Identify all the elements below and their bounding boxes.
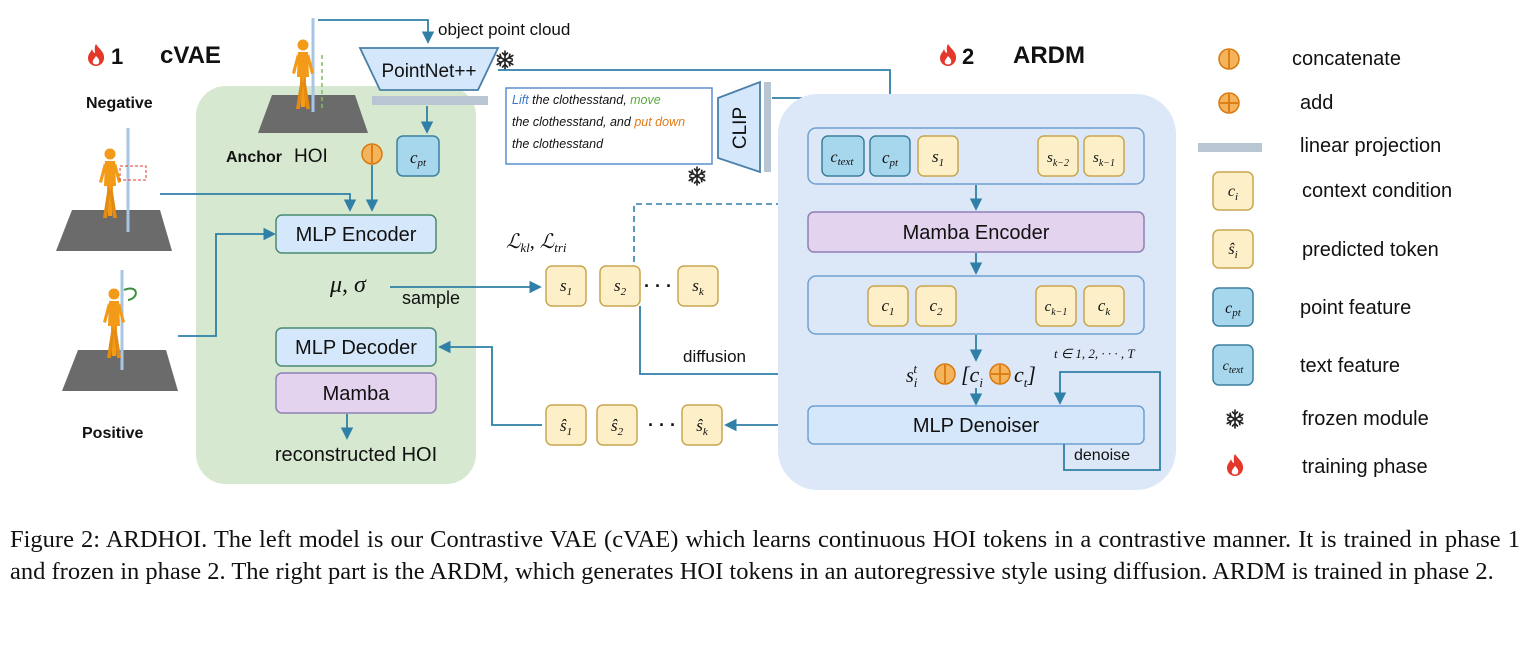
mlp-denoiser-box [807,405,1145,445]
context-token-sk-minus-1: sk−1 [1083,135,1125,177]
diffusion-label: diffusion [683,347,746,366]
clip-label: CLIP [730,107,751,149]
pointnet-frozen-icon [496,50,514,70]
mamba-box [275,372,437,414]
condition-token-c2: c2 [915,285,957,327]
point-feature-token-left: cpt [396,135,440,177]
legend-label-training: training phase [1302,456,1428,478]
prompt-line: the clothesstand [512,137,604,151]
add-symbol [989,363,1011,385]
legend-frozen-icon [1226,409,1244,429]
clip-projection-bar [764,82,771,172]
mlp-decoder-label: MLP Decoder [295,337,417,359]
legend-text-feature-icon: ctext [1212,344,1254,386]
mlp-denoiser-label: MLP Denoiser [913,415,1040,437]
stage2-title: ARDM [1013,42,1085,69]
anchor-hoi-figure [258,18,368,133]
predicted-token-sk: ŝk [681,404,723,446]
condition-token-ck-minus-1: ck−1 [1035,285,1077,327]
legend-projection-icon [1198,143,1262,152]
positive-label: Positive [82,425,143,442]
prompt-line: Lift the clothesstand, move [512,93,661,107]
prompt-segment: the clothesstand, [529,93,630,107]
context-token-s1: s1 [917,135,959,177]
legend-concat-icon [1218,48,1240,70]
denoise-loop [1053,371,1161,471]
legend-add-icon [1218,92,1240,114]
legend-label-context: context condition [1302,180,1452,202]
mamba-label: Mamba [323,383,391,405]
architecture-diagram: 1 cVAE Anchor HOI Negative Positive obje… [56,18,1452,490]
pointnet-projection-bar [372,96,488,105]
condition-token-ck: ck [1083,285,1125,327]
token-s1: s1 [545,265,587,307]
legend-label-text: text feature [1300,355,1400,377]
prompt-segment: put down [633,115,685,129]
concat-symbol-left [361,143,383,165]
svg-text:ci: ci [1228,183,1238,203]
legend-label-frozen: frozen module [1302,408,1429,430]
legend-point-feature-icon: cpt [1212,287,1254,327]
clip-frozen-icon [688,166,706,186]
text-prompt-box [505,87,713,165]
loss-label: ℒkl, ℒtri [506,231,567,255]
legend-label-projection: linear projection [1300,135,1441,157]
mamba-encoder-label: Mamba Encoder [903,222,1050,244]
mamba-encoder-box [807,211,1145,253]
stage1-title: cVAE [160,42,221,69]
sample-label: sample [402,288,460,308]
token-ellipsis-bottom: · · · [648,415,676,435]
condition-formula: [ci [961,362,983,390]
legend-label-add: add [1300,92,1333,114]
legend-context-icon: ci [1212,171,1254,211]
legend-label-point: point feature [1300,297,1411,319]
noisy-token-formula: sit [906,361,918,390]
anchor-hoi-label: HOI [294,146,328,167]
mlp-encoder-label: MLP Encoder [296,224,417,246]
concat-symbol-right [934,363,956,385]
legend-label-concatenate: concatenate [1292,48,1401,70]
legend-fire-icon [1227,454,1244,476]
clip-module [717,80,761,174]
timestep-formula: ct] [1014,362,1036,390]
prompt-segment: the clothesstand [512,137,604,151]
prompt-line: the clothesstand, and put down [512,115,685,129]
text-feature-token: ctext [821,135,865,177]
timestep-range: t ∈ 1, 2, · · · , T [1054,346,1135,361]
mlp-decoder-box [275,327,437,367]
legend-predicted-icon: ŝi [1212,229,1254,269]
stage1-number: 1 [111,44,123,69]
prompt-segment: the clothesstand, and [512,115,634,129]
pointnet-module [358,47,500,91]
mu-sigma-label: μ, σ [329,272,367,298]
token-ellipsis-top: · · · [644,276,672,296]
point-feature-token-right: cpt [869,135,911,177]
svg-text:ŝi: ŝi [1228,241,1237,261]
stage2-fire-icon [940,44,957,66]
figure-caption: Figure 2: ARDHOI. The left model is our … [10,526,1520,585]
stage2-number: 2 [962,44,974,69]
legend: concatenate add linear projection ci con… [1198,48,1452,478]
predicted-token-s2: ŝ2 [596,404,638,446]
stage1-fire-icon [88,44,105,66]
pointnet-label: PointNet++ [381,61,476,82]
mlp-encoder-box [275,214,437,254]
denoise-label: denoise [1074,447,1130,464]
reconstructed-hoi-label: reconstructed HOI [275,444,437,466]
negative-label: Negative [86,95,153,112]
positive-hoi-figure [62,270,178,391]
legend-label-predicted: predicted token [1302,239,1439,261]
anchor-label: Anchor [226,149,282,166]
token-sk: sk [677,265,719,307]
negative-hoi-figure [56,128,172,251]
context-token-sk-minus-2: sk−2 [1037,135,1079,177]
predicted-token-s1: ŝ1 [545,404,587,446]
prompt-segment: move [630,93,661,107]
token-s2: s2 [599,265,641,307]
prompt-segment: Lift [512,93,529,107]
object-point-cloud-label: object point cloud [438,20,570,39]
condition-token-c1: c1 [867,285,909,327]
